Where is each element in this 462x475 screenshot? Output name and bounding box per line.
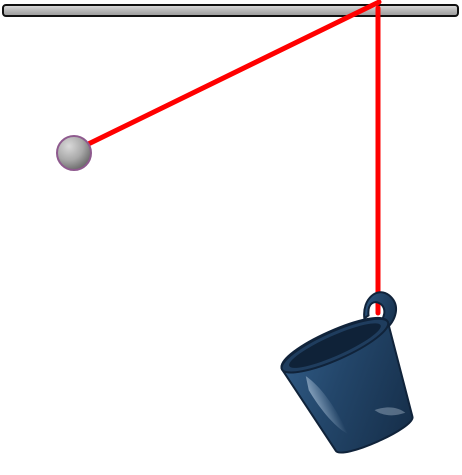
mug-highlight bbox=[305, 376, 348, 434]
mug bbox=[280, 291, 414, 454]
ball-string bbox=[71, 0, 382, 154]
ball bbox=[56, 135, 92, 171]
horizontal-rod bbox=[2, 4, 459, 17]
mug-bottom-highlight bbox=[374, 407, 406, 416]
pivot-point bbox=[376, 0, 382, 5]
mug-opening bbox=[289, 323, 381, 368]
